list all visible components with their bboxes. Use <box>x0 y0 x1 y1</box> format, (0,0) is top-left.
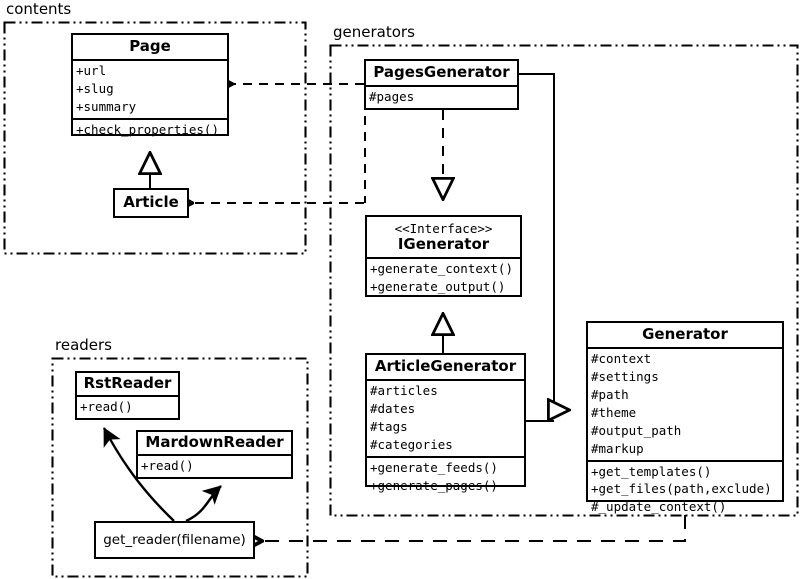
package-label-generators: generators <box>333 23 415 41</box>
class-box-pagesgenerator[interactable]: PagesGenerator #pages <box>364 59 519 110</box>
attribute-row: #settings <box>591 369 659 385</box>
class-title-pagesgenerator: PagesGenerator <box>373 63 510 81</box>
class-title-articlegenerator: ArticleGenerator <box>374 357 517 375</box>
class-operations-igenerator: +generate_context() +generate_output() <box>367 257 520 298</box>
class-title-article: Article <box>123 193 179 211</box>
package-label-contents: contents <box>6 0 72 18</box>
operation-row: +generate_pages() <box>370 477 498 493</box>
class-attributes-rstreader: +read() <box>77 395 178 418</box>
package-label-readers: readers <box>55 336 112 354</box>
class-operations-articlegenerator: +generate_feeds() +generate_pages() <box>367 455 524 497</box>
operation-row: +get_files(path,exclude) <box>591 481 772 497</box>
attribute-row: +read() <box>141 458 194 474</box>
class-title-page: Page <box>129 37 171 55</box>
class-attributes-mardownreader: +read() <box>138 454 291 477</box>
class-title-mardownreader: MardownReader <box>145 433 284 451</box>
class-stereotype-igenerator: <<Interface>> <box>394 221 493 236</box>
attribute-row: #path <box>591 387 629 402</box>
class-title-generator: Generator <box>642 325 728 343</box>
attribute-row: #pages <box>369 89 415 105</box>
function-node-get-reader[interactable]: get_reader(filename) <box>94 521 255 559</box>
attribute-row: #theme <box>591 404 637 420</box>
class-box-rstreader[interactable]: RstReader +read() <box>75 371 180 420</box>
edge-getreader-to-mardownreader <box>185 485 222 523</box>
class-attributes-articlegenerator: #articles #dates #tags #categories <box>367 379 524 456</box>
function-node-label: get_reader(filename) <box>103 532 246 548</box>
attribute-row: #output_path <box>591 422 682 438</box>
class-box-igenerator[interactable]: <<Interface>> IGenerator +generate_conte… <box>365 215 522 297</box>
attribute-row: #categories <box>370 436 453 452</box>
class-box-page[interactable]: Page +url +slug +summary +check_properti… <box>71 33 229 137</box>
attribute-row: #context <box>591 351 652 367</box>
edge-generator-to-getreader <box>262 515 686 541</box>
attribute-row: #tags <box>370 419 408 434</box>
operation-row: +get_templates() <box>591 463 712 479</box>
attribute-row: #dates <box>370 401 416 417</box>
class-title-rstreader: RstReader <box>83 374 172 392</box>
class-box-generator[interactable]: Generator #context #settings #path #them… <box>586 321 784 514</box>
class-attributes-pagesgenerator: #pages <box>366 85 517 108</box>
operation-row: +generate_output() <box>370 279 506 295</box>
operation-row: +check_properties() <box>76 121 219 137</box>
attribute-row: +read() <box>80 399 133 415</box>
class-operations-generator: +get_templates() +get_files(path,exclude… <box>588 459 782 519</box>
class-title-igenerator: <<Interface>> IGenerator <box>367 217 520 257</box>
class-attributes-generator: #context #settings #path #theme #output_… <box>588 347 782 459</box>
class-attributes-page: +url +slug +summary <box>73 59 227 118</box>
class-operations-page: +check_properties() <box>73 117 227 141</box>
operation-row: +generate_feeds() <box>370 459 498 475</box>
class-box-articlegenerator[interactable]: ArticleGenerator #articles #dates #tags … <box>365 353 526 493</box>
attribute-row: +slug <box>76 81 114 97</box>
attribute-row: #articles <box>370 383 438 399</box>
class-box-mardownreader[interactable]: MardownReader +read() <box>136 430 293 479</box>
attribute-row: +summary <box>76 99 137 114</box>
class-box-article[interactable]: Article <box>113 188 189 218</box>
attribute-row: #markup <box>591 440 644 456</box>
attribute-row: +url <box>76 63 107 79</box>
operation-row: #_update_context() <box>591 499 727 515</box>
operation-row: +generate_context() <box>370 261 513 277</box>
